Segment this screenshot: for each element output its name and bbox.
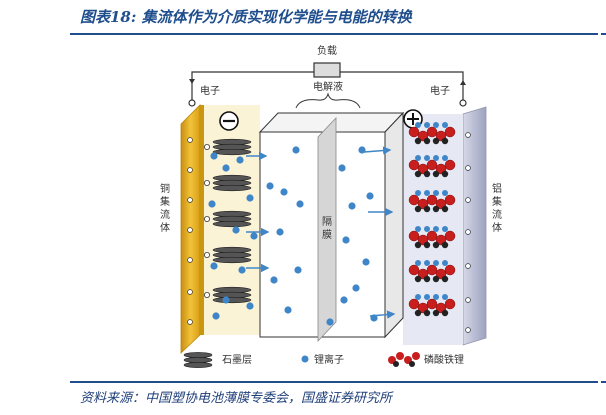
source-note: 资料来源：中国塑协电池薄膜专委会，国盛证券研究所: [80, 391, 393, 406]
lithium-ion: [362, 258, 370, 266]
right-terminal: [459, 99, 467, 107]
legend-lfp-icon: [388, 352, 420, 367]
title-rule: [70, 33, 598, 35]
lithium-ion: [348, 202, 356, 210]
collector-dot: [187, 319, 193, 325]
collector-dot: [465, 165, 471, 171]
lithium-ion: [210, 152, 218, 160]
source-rule-tail: [601, 381, 606, 383]
left-terminal: [188, 99, 196, 107]
collector-dot: [465, 263, 471, 269]
lithium-ion: [352, 284, 360, 292]
graphite-stack: [203, 286, 252, 304]
lithium-ion: [340, 296, 348, 304]
legend: 石墨层 锂离子 磷酸铁锂: [183, 352, 464, 368]
source-rule: [70, 381, 598, 383]
lithium-ion: [236, 156, 244, 164]
legend-lfp-label: 磷酸铁锂: [424, 353, 464, 366]
graphite-stack: [203, 138, 252, 156]
lithium-ion: [342, 236, 350, 244]
lithium-ion: [270, 276, 278, 284]
separator: 隔膜: [317, 116, 337, 343]
electron-flow-arrow-right: [460, 80, 466, 85]
cathode-region: [403, 114, 463, 345]
lithium-ion: [266, 182, 274, 190]
electron-flow-arrow-left: [189, 79, 195, 84]
graphite-stack: [203, 246, 252, 264]
lfp-cluster: [408, 190, 456, 213]
ion-arrows: [246, 146, 396, 319]
lfp-particles: [408, 122, 456, 317]
electron-label-right: 电子: [430, 84, 450, 97]
graphite-stack: [203, 174, 252, 192]
lithium-ion: [210, 262, 218, 270]
lithium-ion: [338, 164, 346, 172]
lithium-ion: [284, 306, 292, 314]
title-rule-tail: [601, 33, 606, 35]
graphite-stack: [203, 210, 252, 228]
lithium-ion: [246, 194, 254, 202]
lithium-ion: [232, 226, 240, 234]
legend-graphite-icon: [183, 352, 213, 368]
lithium-ion: [366, 192, 374, 200]
lfp-cluster: [408, 122, 456, 145]
lithium-ion: [276, 228, 284, 236]
copper-collector-label: 铜集流体: [160, 183, 170, 234]
collector-dot: [465, 297, 471, 303]
lithium-ion: [246, 302, 254, 310]
collector-dot: [465, 327, 471, 333]
load-resistor: [313, 62, 341, 78]
minus-sign: [219, 111, 239, 131]
external-circuit: 负载 电子 电子: [188, 44, 467, 107]
lithium-ion: [326, 318, 334, 326]
separator-label: 隔膜: [322, 216, 332, 241]
collector-dot: [187, 227, 193, 233]
lfp-cluster: [408, 260, 456, 283]
ion-arrow: [363, 146, 392, 155]
collector-dots: [187, 132, 471, 333]
load-label: 负载: [317, 44, 337, 57]
collector-dot: [465, 132, 471, 138]
lithium-ion: [294, 266, 302, 274]
lithium-ion: [238, 266, 246, 274]
lithium-ion: [222, 164, 230, 172]
collector-dot: [465, 229, 471, 235]
lithium-ion: [208, 200, 216, 208]
figure-title: 图表18: 集流体作为介质实现化学能与电能的转换: [80, 8, 412, 26]
collector-dot: [187, 289, 193, 295]
legend-graphite-label: 石墨层: [222, 354, 252, 366]
lfp-cluster: [408, 294, 456, 317]
lithium-ion: [222, 296, 230, 304]
collector-dot: [187, 197, 193, 203]
lithium-ion: [280, 188, 288, 196]
collector-dot: [187, 167, 193, 173]
lithium-ion: [296, 200, 304, 208]
lithium-ion: [212, 312, 220, 320]
electron-label-left: 电子: [200, 84, 220, 97]
ion-arrow: [369, 310, 396, 319]
lfp-cluster: [408, 155, 456, 178]
lfp-cluster: [408, 226, 456, 249]
collector-dot: [187, 137, 193, 143]
electrolyte-callout: 电解液: [295, 80, 361, 109]
electrolyte-label: 电解液: [313, 80, 343, 93]
aluminum-collector-label: 铝集流体: [492, 183, 502, 234]
collector-dot: [465, 197, 471, 203]
lithium-ion: [250, 232, 258, 240]
collector-dot: [187, 257, 193, 263]
lithium-ion: [292, 146, 300, 154]
lithium-ions: [208, 146, 378, 326]
legend-ion-icon: [301, 355, 309, 363]
graphite-layers: [203, 138, 252, 304]
lithium-ion: [358, 146, 366, 154]
legend-ion-label: 锂离子: [314, 353, 344, 366]
aluminum-collector: [462, 106, 487, 346]
